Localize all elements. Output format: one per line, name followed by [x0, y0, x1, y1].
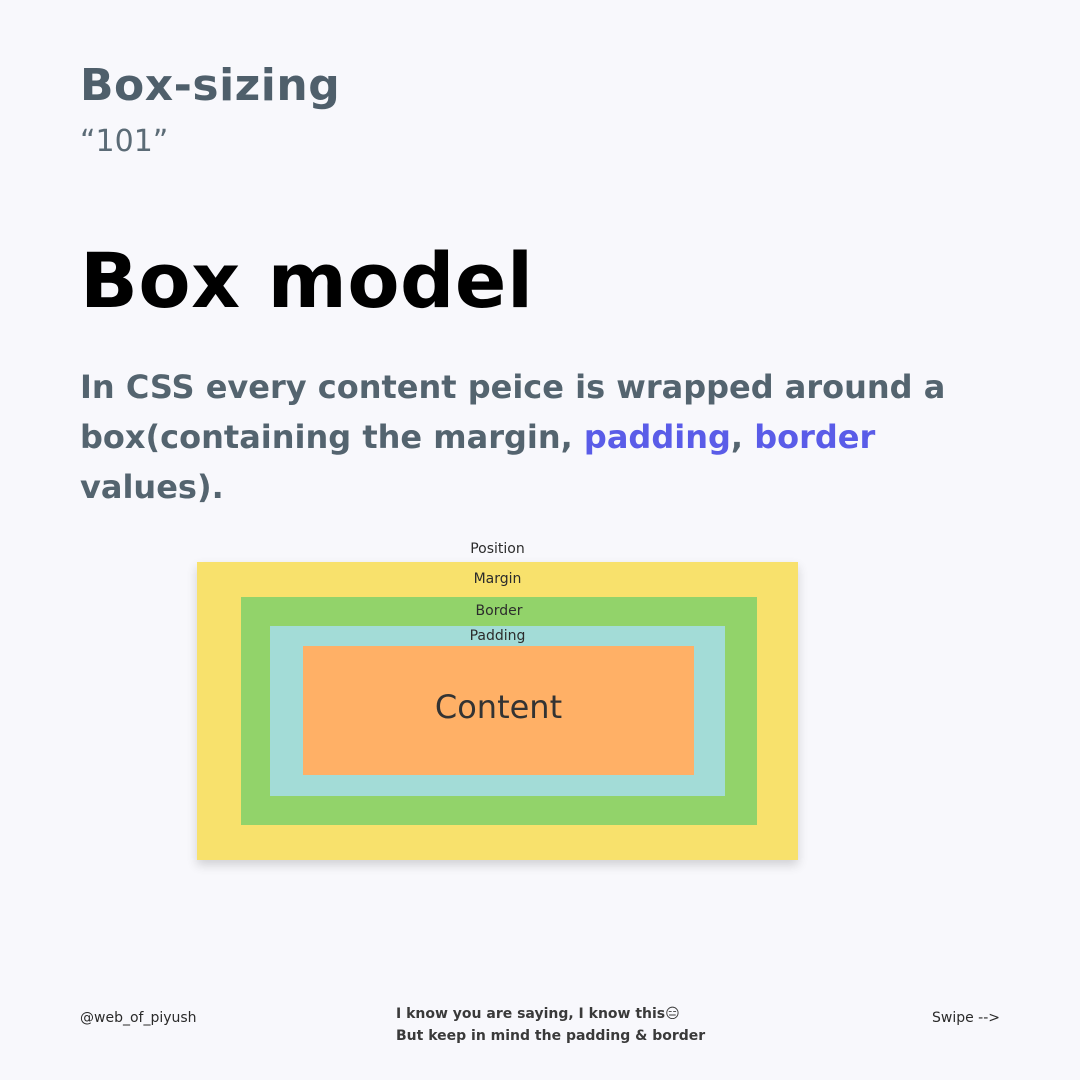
footer-note: I know you are saying, I know this😑 But … — [396, 1003, 705, 1047]
margin-label: Margin — [473, 571, 522, 587]
position-label: Position — [470, 541, 525, 557]
description-part-2: , — [730, 418, 755, 456]
content-layer — [303, 646, 694, 775]
highlight-border: border — [754, 418, 876, 456]
border-label: Border — [475, 603, 523, 619]
padding-label: Padding — [469, 628, 526, 644]
highlight-padding: padding — [583, 418, 731, 456]
author-handle: @web_of_piyush — [80, 1010, 197, 1026]
page-title: Box-sizing — [80, 60, 341, 111]
description-part-1: In CSS every content peice is wrapped ar… — [80, 368, 946, 456]
page-subtitle: “101” — [80, 124, 169, 159]
description-part-3: values). — [80, 468, 224, 506]
content-label: Content — [434, 688, 563, 726]
section-heading: Box model — [80, 236, 534, 325]
footer-note-line-1: I know you are saying, I know this😑 — [396, 1006, 680, 1022]
swipe-hint: Swipe --> — [931, 1010, 1000, 1026]
footer-note-line-2: But keep in mind the padding & border — [396, 1028, 706, 1044]
description-text: In CSS every content peice is wrapped ar… — [80, 362, 1020, 512]
